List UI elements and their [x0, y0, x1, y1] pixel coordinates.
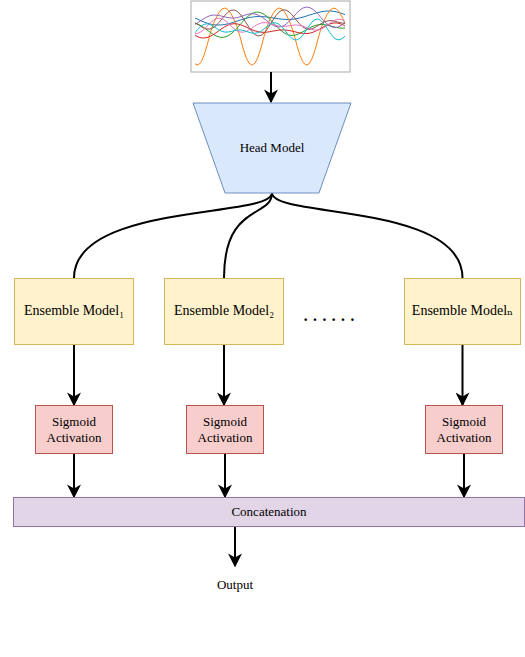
connector: [73, 345, 75, 405]
ellipsis-dots: · · · · · ·: [303, 311, 355, 329]
connector: [224, 454, 226, 497]
time-series-plot: [191, 1, 350, 72]
sigmoid-box: Sigmoid Activation: [425, 405, 503, 454]
node-text: Concatenation: [227, 504, 310, 520]
connector: [74, 193, 272, 278]
node-text: Ensemble Model₁: [20, 303, 128, 320]
connector: [462, 345, 464, 405]
node-text: Sigmoid Activation: [36, 414, 112, 445]
ensemble-box: Ensemble Model₂: [164, 278, 284, 345]
output-label: Output: [217, 577, 253, 593]
connector: [272, 193, 463, 278]
connector: [73, 454, 75, 497]
node-text: Sigmoid Activation: [187, 414, 263, 445]
sigmoid-box: Sigmoid Activation: [35, 405, 113, 454]
ensemble-box: Ensemble Modelₙ: [404, 278, 521, 345]
head-model: Head Model: [193, 103, 351, 193]
connector: [224, 193, 272, 278]
node-text: Head Model: [236, 140, 309, 156]
node-text: Ensemble Model₂: [170, 303, 278, 320]
connector: [223, 345, 225, 405]
node-text: Ensemble Modelₙ: [408, 303, 517, 320]
series-line: [195, 19, 345, 40]
ensemble-box: Ensemble Model₁: [14, 278, 134, 345]
concatenation-band: Concatenation: [13, 497, 525, 527]
connector: [463, 454, 465, 497]
output-arrow: [234, 527, 236, 566]
series-line: [195, 8, 345, 65]
sigmoid-box: Sigmoid Activation: [186, 405, 264, 454]
input-arrow: [270, 72, 272, 102]
series-line: [195, 18, 345, 34]
node-text: Sigmoid Activation: [426, 414, 502, 445]
